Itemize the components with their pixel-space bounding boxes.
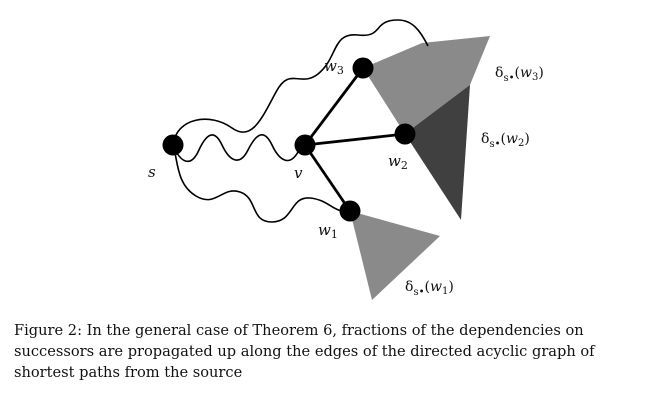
region-w2: [405, 85, 470, 220]
edge-v-w1: [303, 144, 352, 212]
node-s: [162, 134, 184, 156]
edge-v-w2: [304, 132, 406, 147]
delta-label-w2: δs•(w2): [481, 131, 530, 150]
node-label-v: v: [294, 164, 303, 182]
edge-v-w3: [303, 67, 365, 146]
figure-caption: Figure 2: In the general case of Theorem…: [14, 322, 595, 381]
node-label-w2: w2: [388, 152, 408, 172]
node-w1: [339, 200, 361, 222]
node-v: [294, 134, 316, 156]
node-label-s: s: [148, 163, 156, 181]
wavy-path-s-v: [172, 134, 306, 163]
wavy-path-s-w3: [172, 19, 429, 146]
region-w3: [363, 36, 490, 134]
node-w2: [394, 123, 416, 145]
delta-label-w3: δs•(w3): [495, 65, 544, 84]
region-w1: [350, 211, 440, 300]
node-label-w1: w1: [318, 221, 338, 241]
delta-label-w1: δs•(w1): [405, 279, 454, 298]
node-w3: [352, 57, 374, 79]
wavy-path-s-w1: [172, 144, 351, 223]
dag-diagram: s v w1 w2 w3 δs•(w3) δs•(w2) δs•(w1): [148, 19, 544, 300]
node-label-w3: w3: [324, 57, 344, 77]
